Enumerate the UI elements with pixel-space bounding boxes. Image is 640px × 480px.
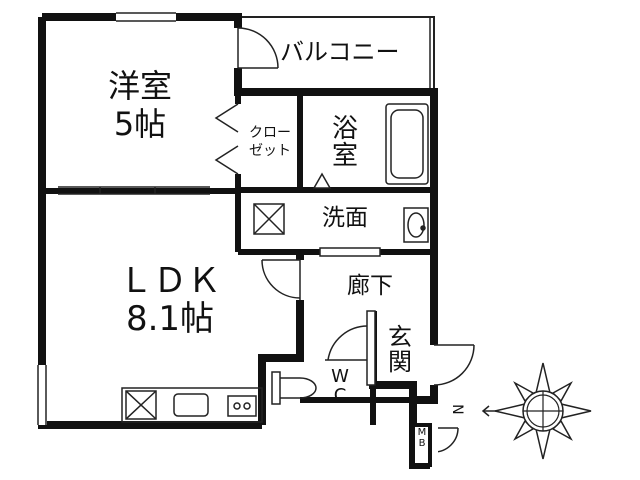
washroom-door: [319, 247, 381, 257]
entrance-label: 玄 関: [388, 323, 412, 377]
entrance-step: [366, 310, 376, 386]
bathtub: [385, 103, 429, 185]
ldk-door: [261, 259, 304, 300]
compass-icon: [481, 362, 592, 460]
western-room-size: 5帖: [113, 105, 167, 143]
sliding-door-ldk: [58, 186, 210, 195]
compass-north-label: N: [451, 404, 468, 415]
balcony-door: [233, 27, 279, 69]
hallway-label: 廊下: [347, 273, 393, 299]
mb-box: [411, 423, 432, 467]
mb-label: M B: [417, 427, 427, 449]
closet-label: クロー ゼット: [249, 125, 291, 160]
windows: [37, 12, 176, 425]
front-door: [430, 344, 475, 386]
toilet-icon: [271, 371, 317, 405]
washroom-label: 洗面: [322, 205, 368, 231]
wash-basin: [403, 207, 429, 243]
balcony-label: バルコニー: [280, 38, 400, 66]
closet-doors: [214, 103, 242, 175]
ldk-size: 8.1帖: [125, 299, 215, 339]
bath-door-icon: [312, 172, 332, 189]
ldk-name: ＬＤＫ: [119, 261, 221, 301]
kitchen-counter: [121, 387, 263, 423]
western-room-name: 洋室: [107, 67, 172, 105]
toilet-label: W C: [331, 366, 349, 406]
bath-label: 浴 室: [331, 114, 358, 172]
washer-pan: [253, 203, 285, 235]
balcony-outline: [238, 16, 435, 92]
mb-door: [430, 426, 459, 454]
toilet-door: [325, 325, 369, 361]
